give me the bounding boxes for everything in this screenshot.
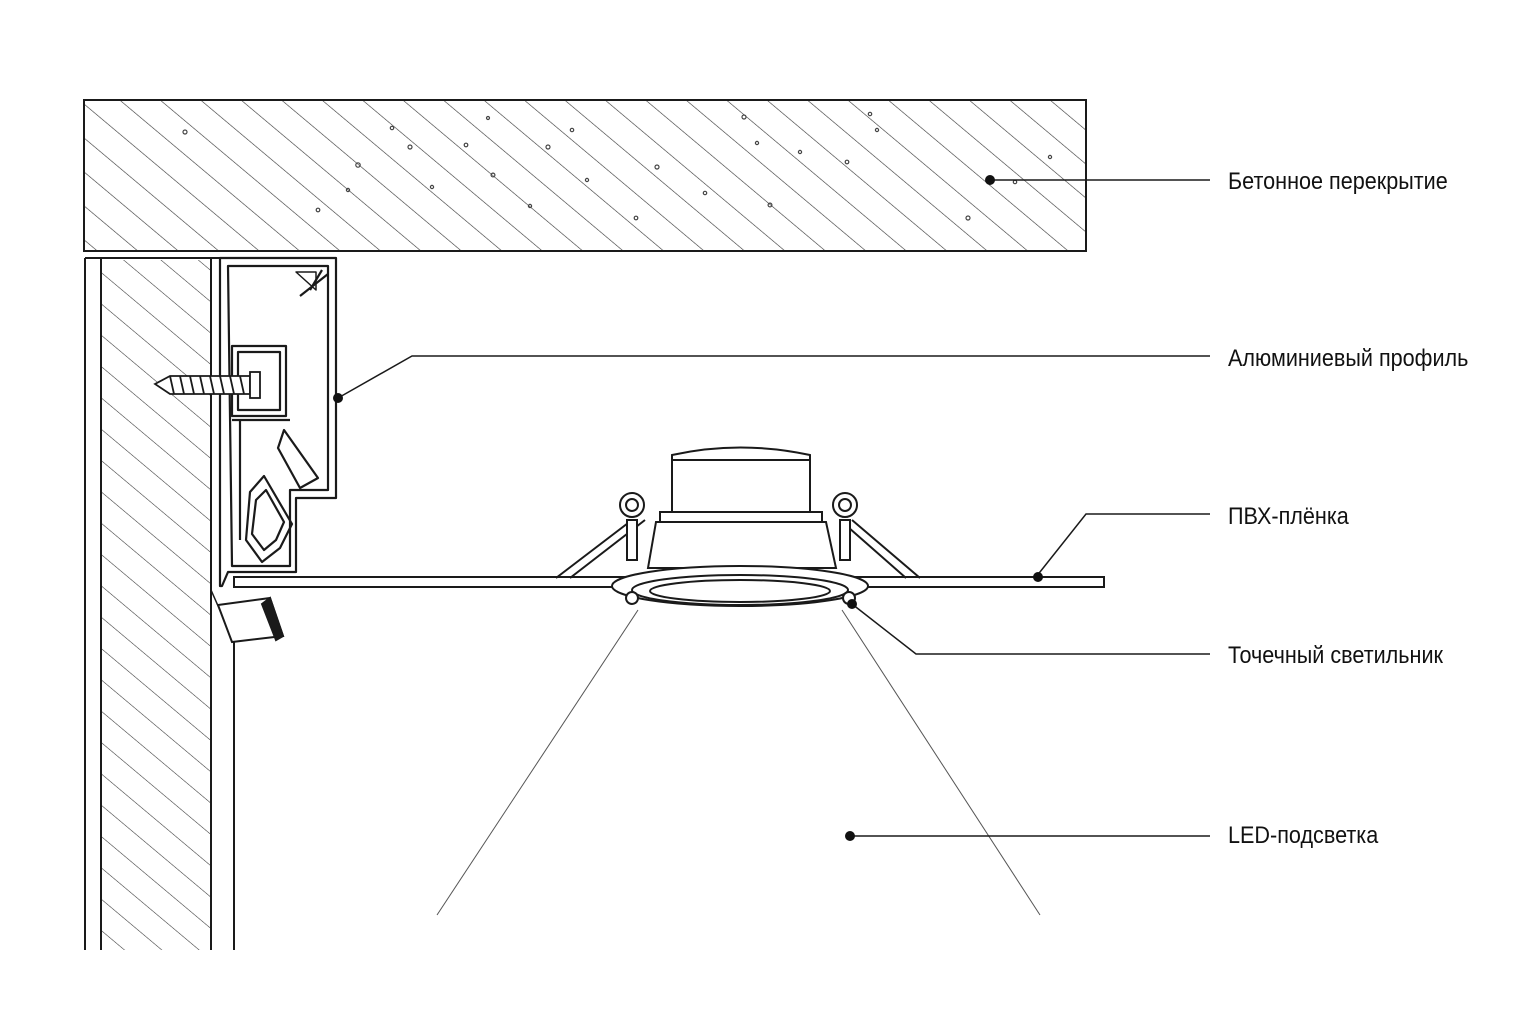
dot-lamp [847,599,857,609]
label-led-lighting: LED-подсветка [1228,822,1379,849]
spot-light-fixture [555,446,921,607]
dot-led [845,831,855,841]
dot-concrete [985,175,995,185]
leader-dots [333,175,1043,841]
dot-film [1033,572,1043,582]
aluminium-profile [218,256,338,588]
screw [153,371,261,399]
leader-lines [337,179,1210,837]
wall [84,257,235,950]
label-pvc-film: ПВХ-плёнка [1228,503,1349,530]
label-aluminium-profile: Алюминиевый профиль [1228,345,1469,372]
dot-profile [333,393,343,403]
concrete-slab [83,99,1087,252]
label-spot-light: Точечный светильник [1228,642,1443,669]
light-cone [436,609,1041,916]
trim-insert [216,596,285,644]
label-concrete-slab: Бетонное перекрытие [1228,168,1448,195]
